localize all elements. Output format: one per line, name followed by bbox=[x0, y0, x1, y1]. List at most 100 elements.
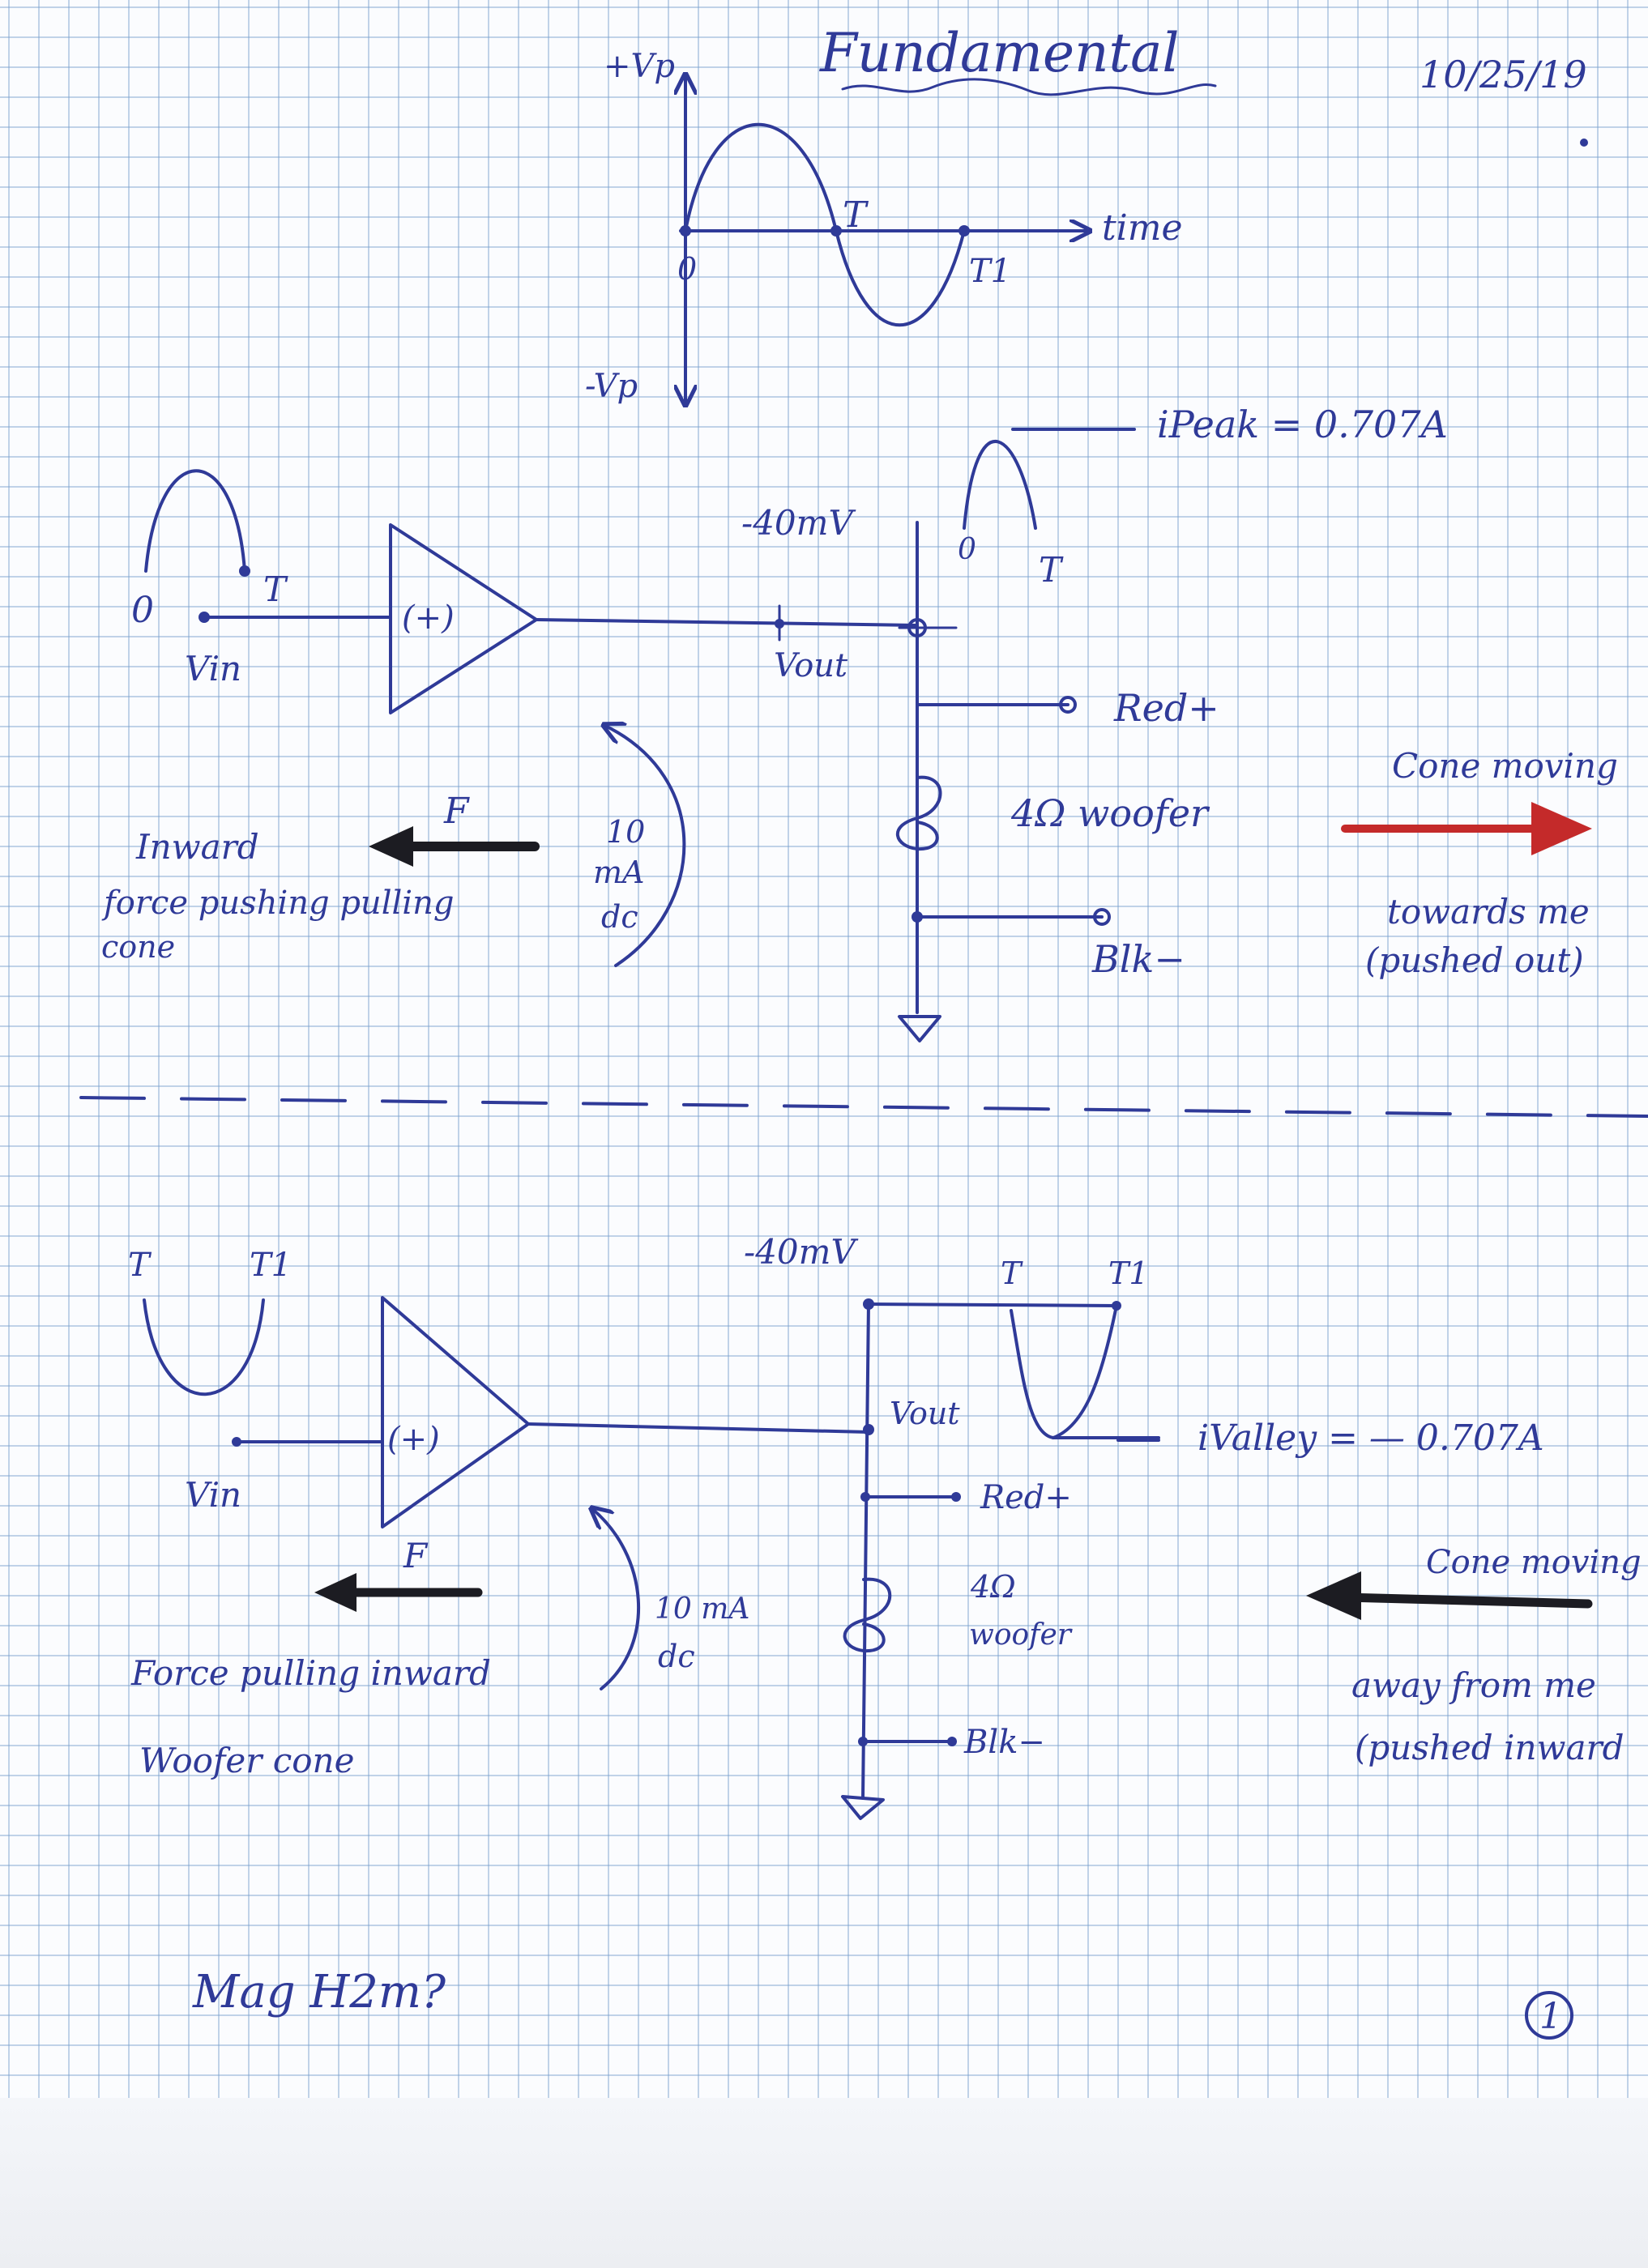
cone-note-line-3: (pushed out) bbox=[1365, 940, 1584, 980]
blk-terminal bbox=[1093, 908, 1111, 926]
output-t1-label-bottom: T1 bbox=[1108, 1256, 1149, 1291]
output-wire bbox=[535, 618, 919, 627]
input-neg-half-sine bbox=[143, 1298, 265, 1396]
time-axis-label: time bbox=[1102, 207, 1183, 249]
page-title: Fundamental bbox=[819, 22, 1180, 84]
i-valley-label: iValley = — 0.707A bbox=[1198, 1418, 1544, 1459]
vin-label: Vin bbox=[185, 649, 241, 688]
output-wire-bottom bbox=[527, 1422, 870, 1434]
current-curved-arrow bbox=[604, 725, 686, 967]
force-note-bottom-2: Woofer cone bbox=[139, 1741, 354, 1780]
vin-label-bottom: Vin bbox=[185, 1475, 241, 1515]
woofer-label: 4Ω woofer bbox=[1010, 791, 1210, 835]
sine-wave bbox=[684, 122, 966, 327]
dc-note-bottom-2: dc bbox=[658, 1639, 695, 1674]
dashed-divider bbox=[79, 1096, 1648, 1118]
cone-note-bottom-3: (pushed inward bbox=[1355, 1728, 1624, 1767]
vertical-rail-bottom bbox=[861, 1301, 870, 1800]
cone-note-line-1: Cone moving bbox=[1392, 746, 1618, 786]
woofer-label-bottom-1: 4Ω bbox=[970, 1569, 1016, 1605]
red-terminal-label-bottom: Red+ bbox=[980, 1479, 1072, 1516]
amplifier-triangle bbox=[389, 523, 538, 714]
cone-arrow-shaft-bottom bbox=[1340, 1592, 1593, 1609]
woofer-coil-icon-bottom bbox=[843, 1577, 892, 1653]
force-arrow-head bbox=[369, 826, 413, 867]
red-terminal-label: Red+ bbox=[1113, 686, 1219, 730]
red-terminal bbox=[1059, 696, 1077, 714]
vin-terminal-bottom bbox=[232, 1437, 241, 1447]
dc-note-line-1: 10 bbox=[606, 814, 645, 850]
ground-symbol-icon-bottom bbox=[841, 1795, 885, 1820]
supply-label-bottom: -40mV bbox=[744, 1232, 858, 1272]
wave-point-t1 bbox=[958, 225, 970, 237]
paper-bottom-margin bbox=[0, 2098, 1648, 2268]
cone-note-bottom-1: Cone moving bbox=[1426, 1544, 1642, 1581]
minus-vp-label: -Vp bbox=[585, 368, 638, 405]
output-neg-pulse bbox=[1010, 1309, 1160, 1439]
cone-note-bottom-2: away from me bbox=[1351, 1665, 1596, 1705]
vout-label-bottom: Vout bbox=[890, 1396, 960, 1431]
output-t-label-bottom: T bbox=[1001, 1256, 1023, 1291]
output-neg-pulse-right bbox=[1052, 1304, 1118, 1439]
wave-point-origin bbox=[680, 225, 691, 237]
dc-note-line-2: mA bbox=[593, 855, 644, 890]
page-date: 10/25/19 bbox=[1420, 53, 1587, 96]
wave-t-label: T bbox=[843, 194, 869, 236]
i-peak-label: iPeak = 0.707A bbox=[1157, 403, 1448, 446]
wave-origin-label: 0 bbox=[677, 251, 697, 287]
wave-t1-label: T1 bbox=[969, 253, 1011, 290]
force-note-bottom-1: Force pulling inward bbox=[130, 1653, 491, 1693]
page-number: 1 bbox=[1539, 1996, 1562, 2037]
input-t-label-bottom: T bbox=[128, 1247, 152, 1284]
force-arrow-head-bottom bbox=[314, 1573, 356, 1612]
page-number-circle bbox=[1525, 1991, 1573, 2040]
force-label: F bbox=[443, 791, 470, 832]
top-circuit: 0 T Vin (+) Vout -40mV 0 T iPeak = 0.707 bbox=[101, 403, 1618, 1042]
junction-node-bottom bbox=[863, 1424, 874, 1435]
output-t-label: T bbox=[1039, 550, 1064, 590]
input-point-t bbox=[239, 565, 250, 577]
amplifier-triangle-bottom bbox=[381, 1296, 530, 1528]
blk-junction bbox=[912, 911, 923, 923]
bottom-circuit: T T1 Vin (+) Vout -40mV T T1 iVal bbox=[128, 1232, 1642, 1820]
woofer-coil-icon bbox=[896, 775, 942, 851]
footer-note: Mag H2m? bbox=[192, 1966, 446, 2019]
dc-note-line-3: dc bbox=[601, 899, 638, 935]
top-rail bbox=[867, 1302, 1118, 1307]
wave-point-t bbox=[830, 225, 842, 237]
vout-label: Vout bbox=[774, 647, 848, 684]
blk-terminal-label: Blk− bbox=[1091, 937, 1185, 981]
dc-note-bottom-1: 10 mA bbox=[655, 1592, 749, 1626]
output-point-t1 bbox=[1112, 1301, 1121, 1311]
ink-dot bbox=[1580, 139, 1588, 147]
blk-terminal-bottom bbox=[947, 1737, 957, 1746]
input-zero-label: 0 bbox=[131, 590, 154, 631]
plus-vp-label: +Vp bbox=[604, 48, 675, 85]
force-note-line-2: force pushing pulling bbox=[101, 885, 454, 922]
output-half-sine bbox=[963, 440, 1037, 530]
force-note-line-3: cone bbox=[101, 929, 175, 965]
supply-label: -40mV bbox=[741, 503, 856, 543]
input-t1-label-bottom: T1 bbox=[250, 1247, 292, 1284]
current-curved-arrow-bottom bbox=[591, 1508, 641, 1690]
cone-arrow-head bbox=[1531, 802, 1592, 855]
sine-waveform: +Vp -Vp 0 T T1 time bbox=[585, 48, 1183, 405]
blk-terminal-label-bottom: Blk− bbox=[963, 1724, 1045, 1761]
force-label-bottom: F bbox=[403, 1536, 429, 1575]
cone-arrow-head-bottom bbox=[1306, 1571, 1361, 1620]
force-note-line-1: Inward bbox=[135, 827, 259, 867]
input-half-sine bbox=[144, 469, 246, 573]
vin-terminal bbox=[199, 612, 210, 623]
woofer-label-bottom-2: woofer bbox=[969, 1618, 1073, 1652]
title-underline bbox=[841, 78, 1217, 96]
ground-symbol-icon bbox=[898, 1015, 941, 1042]
cone-note-line-2: towards me bbox=[1387, 892, 1590, 932]
input-t-label: T bbox=[263, 569, 288, 609]
output-zero-label: 0 bbox=[958, 533, 976, 566]
amplifier-sign: (+) bbox=[402, 599, 455, 637]
red-terminal-bottom bbox=[951, 1492, 961, 1502]
amplifier-sign-bottom: (+) bbox=[387, 1421, 440, 1458]
vout-node bbox=[775, 619, 784, 629]
